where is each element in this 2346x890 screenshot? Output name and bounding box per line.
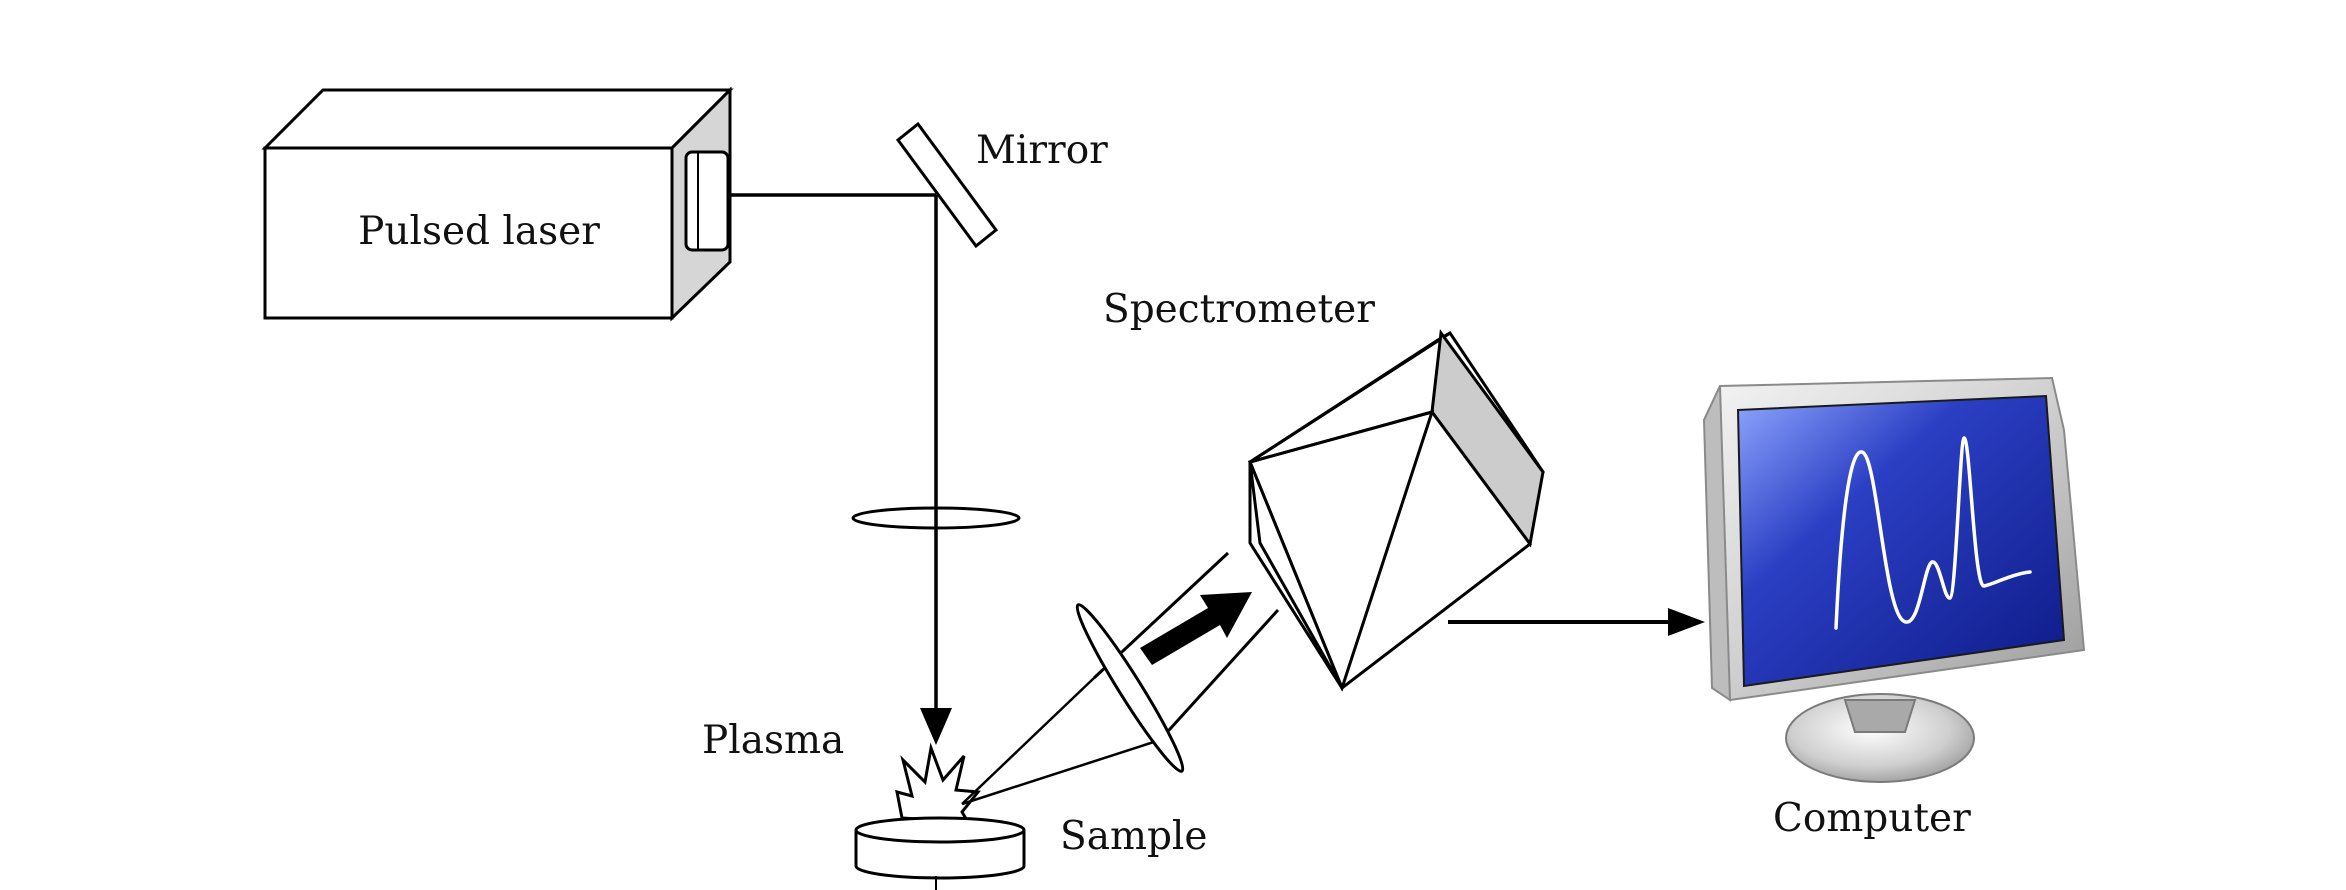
computer-monitor-icon	[1702, 376, 2086, 783]
mirror	[895, 121, 999, 249]
collection-cone	[961, 677, 1161, 806]
pulsed-laser-box	[261, 86, 734, 322]
plasma-label: Plasma	[702, 718, 844, 763]
plasma-burst-icon	[895, 742, 981, 824]
laser-aperture	[684, 150, 730, 252]
mirror-label: Mirror	[976, 128, 1108, 173]
focusing-lens	[851, 506, 1021, 530]
spectrometer-label: Spectrometer	[1103, 287, 1375, 332]
signal-arrow-icon	[1140, 592, 1252, 665]
sample-disk	[854, 816, 1026, 890]
collection-lens	[1075, 603, 1185, 773]
beam-arrow-down	[920, 708, 952, 745]
spectrometer-box	[1247, 329, 1545, 692]
laser-label: Pulsed laser	[358, 209, 600, 254]
laser-beam-path	[728, 193, 938, 708]
data-arrow-head	[1668, 608, 1705, 636]
computer-label: Computer	[1773, 796, 1971, 841]
sample-label: Sample	[1060, 814, 1207, 859]
optical-fiber	[1092, 551, 1280, 742]
spectrum-trace	[1834, 436, 2032, 630]
